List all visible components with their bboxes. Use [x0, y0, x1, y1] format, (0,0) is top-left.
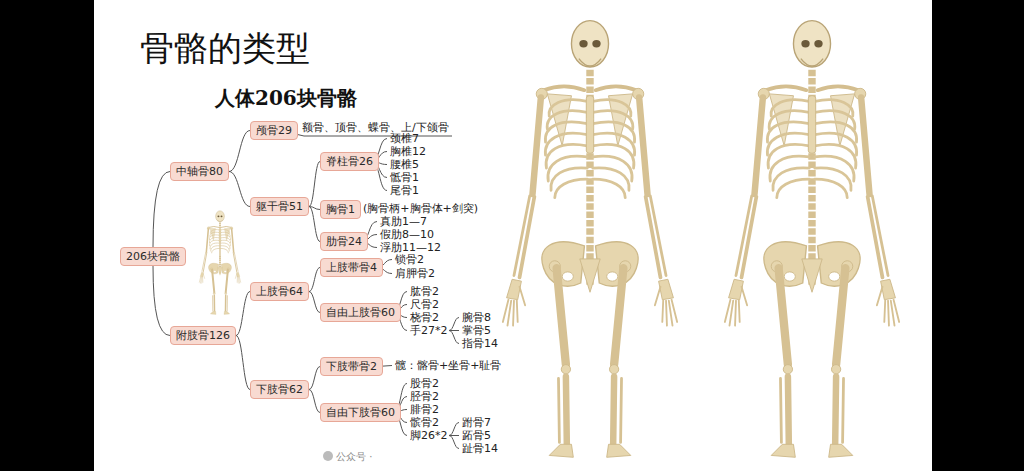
category-box: 206块骨骼: [120, 247, 186, 266]
bone-label: 尺骨2: [410, 298, 439, 311]
tree-connector: [153, 172, 170, 248]
category-box: 胸骨1: [320, 200, 361, 219]
bone-label: 尾骨1: [390, 184, 419, 197]
category-box: 上肢骨64: [250, 282, 309, 301]
tree-connector: [236, 292, 250, 336]
bone-label: 额骨、顶骨、蝶骨、上/下颌骨: [302, 121, 449, 134]
box-text: 颅骨29: [256, 124, 292, 137]
box-text: 中轴骨80: [176, 165, 223, 178]
bone-label: 肱骨2: [410, 285, 439, 298]
bone-label: 颈椎7: [390, 132, 419, 145]
category-box: 下肢骨62: [250, 380, 309, 399]
bone-label: 浮肋11—12: [380, 241, 441, 254]
bone-label: 指骨14: [462, 337, 498, 350]
box-text: 自由上肢骨60: [326, 306, 395, 319]
tree-connector: [309, 367, 320, 390]
bone-label: 股骨2: [410, 377, 439, 390]
tree-connector: [309, 162, 320, 207]
category-box: 自由下肢骨60: [320, 403, 401, 422]
box-text: 脊柱骨26: [326, 155, 373, 168]
category-box: 颅骨29: [250, 121, 298, 140]
watermark-icon: [323, 451, 333, 461]
tree-connector: [229, 131, 250, 172]
subtitle: 人体206块骨骼: [215, 86, 357, 111]
box-text: 肋骨24: [326, 235, 362, 248]
bone-label: 跖骨5: [462, 429, 491, 442]
bone-label: 脚26*2: [410, 429, 448, 442]
bone-label: 锁骨2: [395, 253, 424, 266]
tree-connector: [229, 172, 250, 207]
bone-label: 手27*2: [410, 324, 448, 337]
category-box: 自由上肢骨60: [320, 303, 401, 322]
category-box: 附肢骨126: [170, 326, 236, 345]
tree-connector: [236, 336, 250, 390]
tree-connector: [309, 292, 320, 313]
tree-connector: [309, 207, 320, 242]
bone-label: 桡骨2: [410, 311, 439, 324]
box-text: 附肢骨126: [176, 329, 230, 342]
watermark: 公众号 ·: [336, 450, 372, 463]
bone-label: 跗骨7: [462, 416, 491, 429]
bone-label: 掌骨5: [462, 324, 491, 337]
box-text: 躯干骨51: [256, 200, 303, 213]
category-box: 中轴骨80: [170, 162, 229, 181]
box-text: 下肢带骨2: [326, 360, 377, 373]
page-title: 骨骼的类型: [140, 28, 310, 68]
mini-skeleton: [199, 211, 240, 315]
category-box: 肋骨24: [320, 232, 368, 251]
category-box: 躯干骨51: [250, 197, 309, 216]
bone-label: 真肋1—7: [380, 215, 427, 228]
box-text: 上肢带骨4: [326, 261, 377, 274]
leader-lines: [292, 130, 459, 449]
bone-label: 肩胛骨2: [395, 267, 435, 280]
category-box: 上肢带骨4: [320, 258, 383, 277]
bone-label: 骶骨1: [390, 171, 419, 184]
box-text: 自由下肢骨60: [326, 406, 395, 419]
bone-label: 趾骨14: [462, 442, 498, 455]
box-text: 下肢骨62: [256, 383, 303, 396]
black-margin: [932, 0, 1024, 471]
category-box: 下肢带骨2: [320, 357, 383, 376]
bone-label: 髋：髂骨+坐骨+耻骨: [395, 359, 501, 372]
box-text: 胸骨1: [326, 203, 355, 216]
bone-label: 腰椎5: [390, 158, 419, 171]
bone-label: 腓骨2: [410, 403, 439, 416]
tree-connector: [153, 266, 170, 336]
category-box: 脊柱骨26: [320, 152, 379, 171]
black-margin: [0, 0, 94, 471]
tree-connector: [309, 390, 320, 413]
tree-connector: [309, 268, 320, 292]
bone-label: 腕骨8: [462, 311, 491, 324]
back-skeleton: [725, 21, 899, 458]
front-skeleton: [503, 21, 677, 458]
bone-label: 髌骨2: [410, 416, 439, 429]
bone-label: 假肋8—10: [380, 228, 434, 241]
box-text: 上肢骨64: [256, 285, 303, 298]
box-text: 206块骨骼: [126, 250, 180, 263]
bone-label: (胸骨柄+胸骨体+剑突): [363, 202, 478, 215]
bone-label: 胫骨2: [410, 390, 439, 403]
bone-label: 胸椎12: [390, 145, 426, 158]
